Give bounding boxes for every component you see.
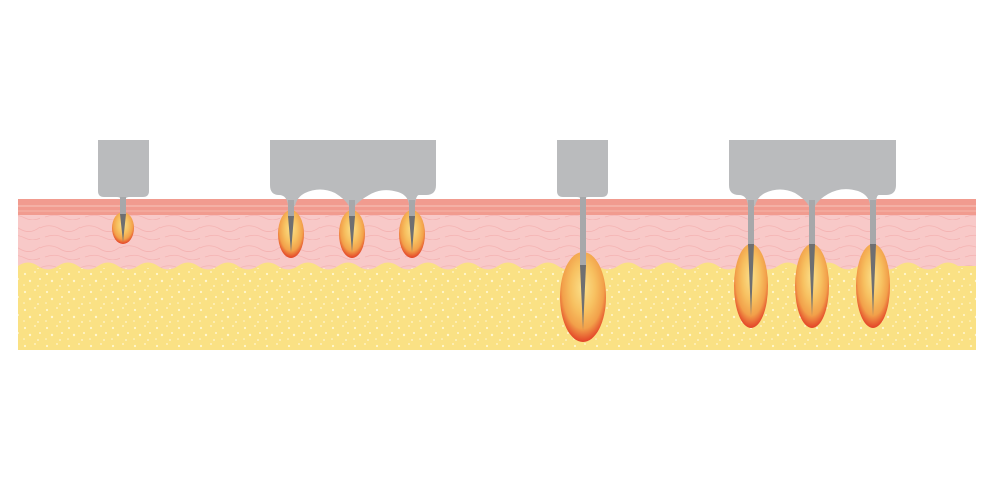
microneedle-device-icon: [557, 140, 608, 203]
epidermis-layer: [18, 199, 976, 215]
needle-tip: [288, 216, 294, 252]
needle-tip: [870, 244, 876, 316]
needle-shaft: [409, 200, 415, 218]
microneedle-device-icon: [729, 140, 896, 206]
needle-shaft: [120, 197, 126, 215]
microneedle-device-icon: [270, 140, 436, 206]
needle-shaft: [809, 200, 815, 246]
needle-tip: [349, 216, 355, 252]
fat-dots: [18, 268, 976, 350]
needle-shaft: [748, 200, 754, 246]
needle-tip: [809, 244, 815, 316]
single-needle-deep: [557, 140, 608, 342]
needle-tip: [748, 244, 754, 316]
needle-tip: [120, 214, 126, 242]
needle-shaft: [870, 200, 876, 246]
needle-tip: [409, 216, 415, 252]
triple-needle-shallow: [270, 140, 436, 258]
needle-shaft: [288, 200, 294, 218]
single-needle-shallow: [98, 140, 149, 244]
needle-tip: [580, 265, 586, 330]
triple-needle-deep: [729, 140, 896, 328]
microneedle-device-icon: [98, 140, 149, 203]
tissue-layers: [18, 199, 976, 350]
needle-shaft: [349, 200, 355, 218]
needle-shaft: [580, 197, 586, 267]
